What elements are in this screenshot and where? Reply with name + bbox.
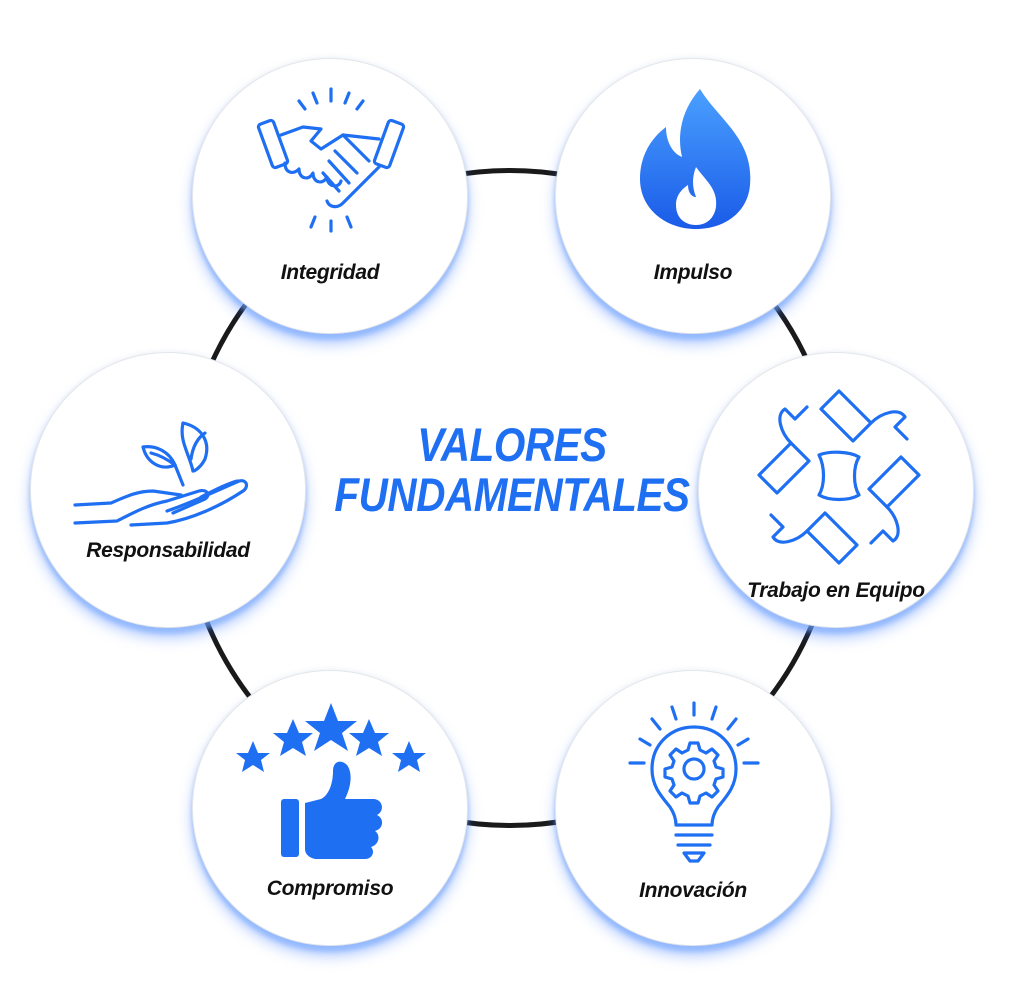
value-node-compromiso: Compromiso [192, 670, 468, 946]
handshake-icon [256, 87, 406, 233]
value-label: Responsabilidad [86, 539, 250, 562]
value-label: Compromiso [266, 877, 394, 900]
lightbulb-gear-icon [628, 701, 760, 863]
value-label: Impulso [653, 261, 733, 284]
value-node-responsabilidad: Responsabilidad [30, 352, 306, 628]
plant-in-hand-icon [73, 421, 249, 527]
team-hands-icon [757, 389, 921, 565]
value-node-innovacion: Innovación [555, 670, 831, 946]
thumbs-up-stars-icon [236, 703, 426, 859]
value-node-impulso: Impulso [555, 58, 831, 334]
value-label: Trabajo en Equipo [747, 579, 925, 602]
value-node-trabajo-en-equipo: Trabajo en Equipo [698, 352, 974, 628]
value-label: Integridad [280, 261, 380, 284]
flame-icon [640, 89, 751, 229]
center-title: VALORES FUNDAMENTALES [297, 420, 727, 520]
title-line-2: FUNDAMENTALES [334, 468, 690, 521]
title-line-1: VALORES [417, 418, 607, 471]
value-label: Innovación [639, 879, 747, 902]
value-node-integridad: Integridad [192, 58, 468, 334]
